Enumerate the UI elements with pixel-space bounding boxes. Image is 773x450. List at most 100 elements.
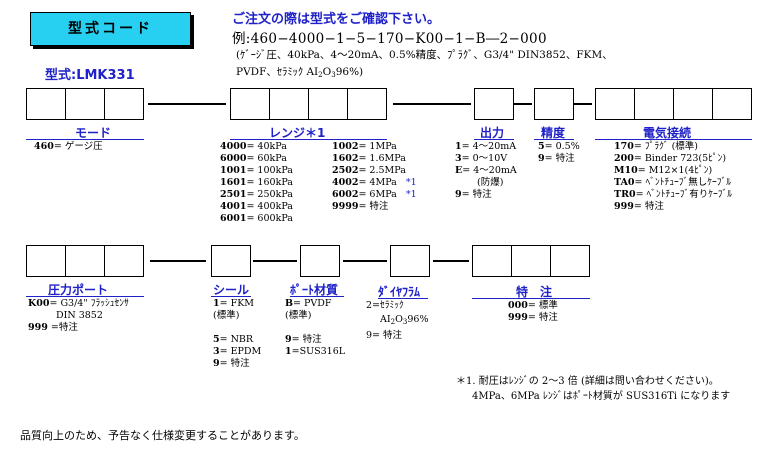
list-item: 3= 0～10V [455,153,508,164]
list-item: TR0= ﾍﾞﾝﾄﾁｭｰﾌﾞ有りｹｰﾌﾞﾙ [614,189,733,200]
range-box-3 [308,88,348,120]
list-item: AI2O396% [380,314,429,326]
connection-box-3 [673,88,713,120]
output-title: 出力 [480,126,505,140]
list-item: DIN 3852 [56,310,103,321]
connector-line [514,103,532,105]
list-item: M10= M12×1(4ﾋﾟﾝ) [614,165,713,176]
list-item: 1= 4～20mA [455,141,517,152]
list-item: TA0= ﾍﾞﾝﾄﾁｭｰﾌﾞ無しｹｰﾌﾞﾙ [614,177,732,188]
range-underline [230,139,387,140]
list-item: 5= NBR [213,334,254,345]
list-item: K00= G3/4" ﾌﾗｯｼｭｾﾝｻ [28,298,129,309]
accuracy-list: 5= 0.5% 9= 特注 [538,141,580,165]
connector-line [393,103,471,105]
list-item: 6002= 6MPa *1 [332,189,417,200]
list-item: B= PVDF [285,298,332,309]
seal-title: シール [213,283,250,297]
port-box-2 [65,245,105,277]
connector-line [343,260,387,262]
list-item: 460= ゲージ圧 [34,141,103,152]
port-list: K00= G3/4" ﾌﾗｯｼｭｾﾝｻ DIN 3852 999 =特注 [28,298,129,334]
port-title: 圧力ポート [48,283,109,297]
special-list: 000= 標準 999= 特注 [508,300,558,324]
diaphragm-title: ﾀﾞｲﾔﾌﾗﾑ [378,285,421,299]
list-item: (標準) [213,310,240,321]
connector-line [253,260,297,262]
range-box-1 [230,88,270,120]
output-box [474,88,514,120]
footnote-material: 4MPa、6MPa ﾚﾝｼﾞはﾎﾟｰﾄ材質が SUS316Ti になります [472,391,731,402]
list-item: 4001= 400kPa [220,201,293,212]
accuracy-box [534,88,574,120]
order-notice: ご注文の際は型式をご確認下さい。 [232,12,441,27]
list-item: 6000= 60kPa [220,153,287,164]
port-box-3 [104,245,144,277]
mode-box-2 [65,88,105,120]
list-item: 9= 特注 [213,358,250,369]
list-item: 9= 特注 [455,189,492,200]
output-underline [474,139,514,140]
list-item: 999 =特注 [28,322,78,333]
special-box-2 [511,245,551,277]
seal-list: 1= FKM (標準) 5= NBR 3= EPDM 9= 特注 [213,298,261,370]
list-item: 1= FKM [213,298,255,309]
special-title: 特 注 [516,285,553,299]
connector-line [574,103,592,105]
port-material-title: ﾎﾟｰﾄ材質 [290,283,339,297]
example-description-line2: PVDF、ｾﾗﾐｯｸ AI2O396%) [236,66,364,79]
port-underline [26,296,144,297]
diaphragm-list: 2=ｾﾗﾐｯｸ AI2O396% 9= 特注 [366,300,428,342]
list-item: 1602= 1.6MPa [332,153,406,164]
range-box-2 [269,88,309,120]
special-box-1 [472,245,512,277]
list-item: 1001= 100kPa [220,165,293,176]
mode-box-3 [104,88,144,120]
seal-underline [211,296,251,297]
list-item: 1002= 1MPa [332,141,397,152]
list-item: 2=ｾﾗﾐｯｸ [366,300,404,311]
output-list: 1= 4～20mA 3= 0～10V E= 4～20mA (防爆) 9= 特注 [455,141,517,201]
special-underline [472,298,590,299]
port-box-1 [26,245,66,277]
list-item: 170= ﾌﾟﾗｸﾞ (標準) [614,141,699,152]
diaphragm-underline [378,298,428,299]
model-label: 型式:LMK331 [45,68,135,83]
port-material-list: B= PVDF (標準) 9= 特注 1=SUS316L [285,298,345,358]
list-item: 3= EPDM [213,346,262,357]
range-title: レンジ＊1 [269,126,326,140]
list-item: (防爆) [477,177,504,188]
seal-box [211,245,251,277]
connector-line [148,103,226,105]
mode-title: モード [75,126,112,140]
list-item: 9= 特注 [366,330,403,341]
diaphragm-box [390,245,430,277]
list-item: 9= 特注 [285,334,322,345]
mode-underline [26,139,144,140]
bottom-note: 品質向上のため、予告なく仕様変更することがあります。 [20,429,305,442]
range-list-2: 1002= 1MPa 1602= 1.6MPa 2502= 2.5MPa 400… [332,141,417,213]
list-item: 2502= 2.5MPa [332,165,406,176]
list-item: E= 4～20mA [455,165,517,176]
list-item: 9999= 特注 [332,201,389,212]
list-item: 5= 0.5% [538,141,580,152]
connection-underline [595,139,752,140]
list-item: 999= 特注 [508,312,558,323]
range-list-1: 4000= 40kPa 6000= 60kPa 1001= 100kPa 160… [220,141,293,225]
model-code-badge: 型式コード [30,12,191,46]
order-example: 例:460−4000−1−5−170−K00−1−B―2−000 [232,31,547,47]
connection-box-1 [595,88,635,120]
mode-box-1 [26,88,66,120]
list-item: 1=SUS316L [285,346,346,357]
connection-title: 電気接続 [643,126,692,140]
list-item: 200= Binder 723(5ﾋﾟﾝ) [614,153,727,164]
connection-list: 170= ﾌﾟﾗｸﾞ (標準) 200= Binder 723(5ﾋﾟﾝ) M1… [614,141,732,213]
port-material-underline [290,296,344,297]
list-item: 9= 特注 [538,153,575,164]
range-box-4 [347,88,387,120]
list-item: 2501= 250kPa [220,189,293,200]
list-item: 4000= 40kPa [220,141,287,152]
list-item: 000= 標準 [508,300,558,311]
list-item: 4002= 4MPa *1 [332,177,417,188]
connection-box-4 [712,88,752,120]
